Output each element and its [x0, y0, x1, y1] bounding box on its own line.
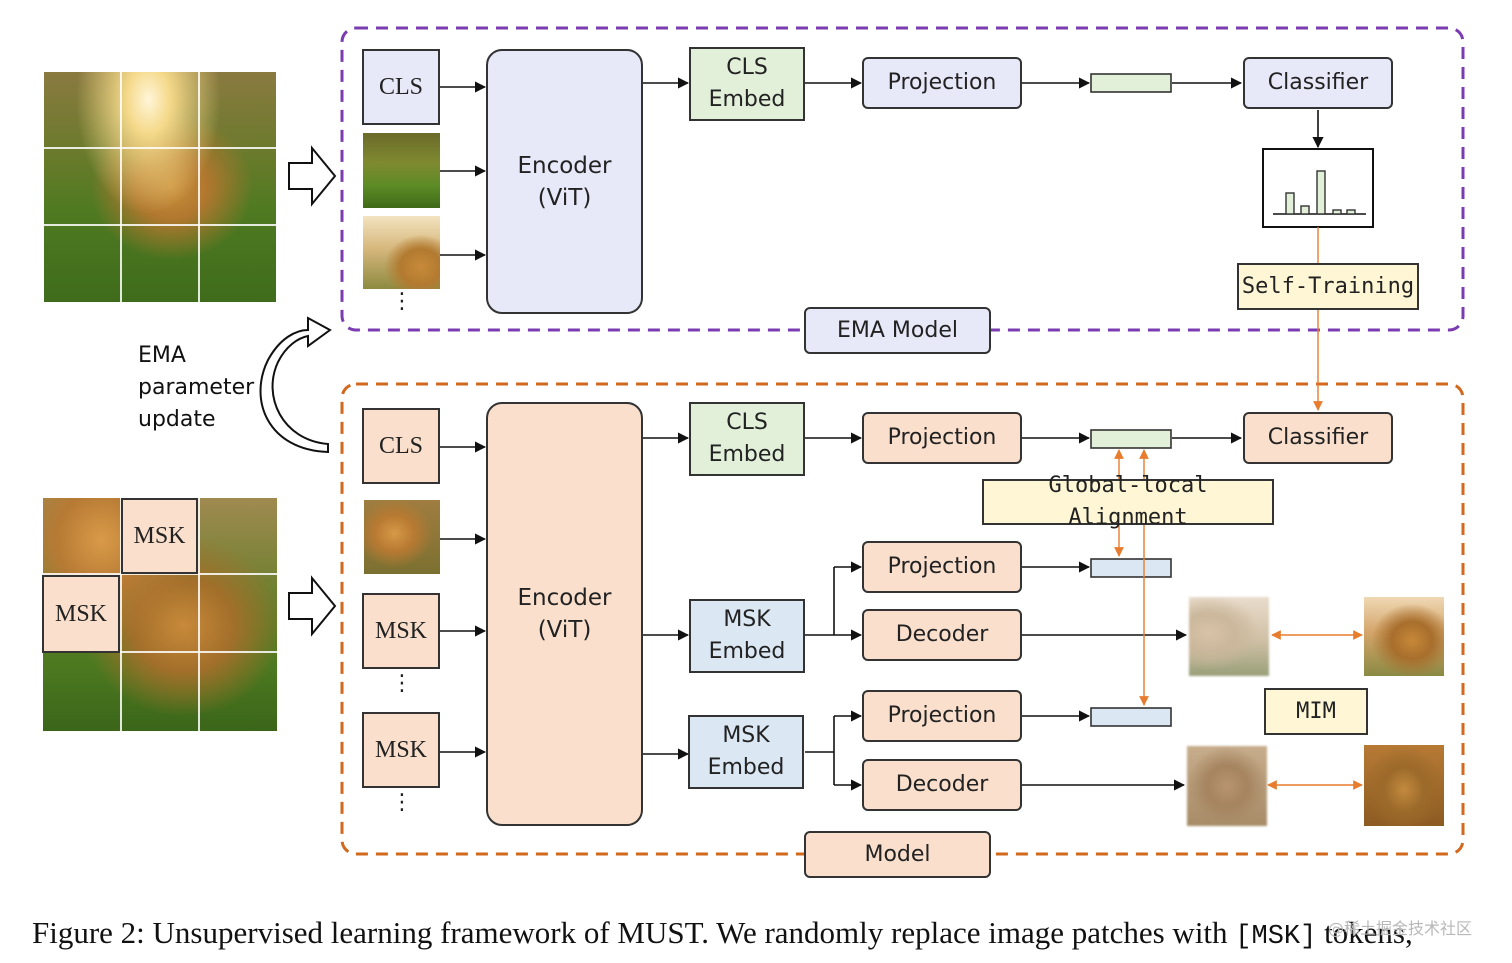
model-label: Model: [804, 831, 991, 878]
model-cls-feature-bar: [1090, 429, 1172, 449]
reconstruction-2: [1187, 746, 1267, 826]
ema-model-label: EMA Model: [804, 307, 991, 354]
ema-feature-bar: [1090, 73, 1172, 93]
model-classifier: Classifier: [1243, 412, 1393, 464]
model-msk-projection-1: Projection: [862, 541, 1022, 593]
mim-label: MIM: [1264, 688, 1368, 735]
model-decoder-2: Decoder: [862, 759, 1022, 811]
ema-cls-token: CLS: [362, 49, 440, 125]
model-encoder: Encoder (ViT): [486, 402, 643, 826]
ema-patch-1: [363, 133, 440, 208]
figure-caption: Figure 2: Unsupervised learning framewor…: [32, 915, 1413, 952]
input-image-full: [44, 72, 276, 302]
hollow-arrow-top: [288, 145, 337, 207]
model-more-tokens-2: ⋮: [391, 790, 413, 815]
model-msk-embed-1: MSK Embed: [689, 599, 805, 673]
ema-model-frame: [340, 26, 1465, 332]
ema-projection: Projection: [862, 57, 1022, 109]
model-msk-token-2: MSK: [362, 712, 440, 788]
ema-more-tokens: ⋮: [391, 289, 413, 314]
ema-encoder: Encoder (ViT): [486, 49, 643, 314]
model-msk-embed-2: MSK Embed: [688, 715, 804, 789]
model-msk-projection-2: Projection: [862, 690, 1022, 742]
masked-patch-1: MSK: [121, 498, 198, 574]
global-local-alignment-label: Global-local Alignment: [982, 473, 1274, 530]
reconstruction-1: [1189, 597, 1269, 676]
msk-feature-bar-1: [1090, 558, 1172, 578]
model-msk-token-1: MSK: [362, 593, 440, 669]
watermark: @稀土掘金技术社区: [1328, 919, 1473, 938]
target-patch-1: [1364, 597, 1444, 676]
model-patch-1: [364, 500, 440, 574]
ema-cls-embed: CLS Embed: [689, 47, 805, 121]
model-cls-token: CLS: [362, 408, 440, 484]
model-cls-projection: Projection: [862, 412, 1022, 464]
model-cls-embed: CLS Embed: [689, 402, 805, 476]
target-patch-2: [1364, 745, 1444, 826]
model-decoder-1: Decoder: [862, 609, 1022, 661]
ema-classifier: Classifier: [1243, 57, 1393, 109]
ema-patch-2: [363, 216, 440, 289]
hollow-arrow-bottom: [288, 575, 337, 637]
msk-feature-bar-2: [1090, 707, 1172, 727]
ema-update-label: EMA parameter update: [138, 343, 255, 432]
self-training-label: Self-Training: [1237, 263, 1419, 310]
ema-update-arrow: [259, 316, 332, 454]
model-more-tokens-1: ⋮: [391, 671, 413, 696]
masked-patch-2: MSK: [42, 575, 120, 653]
